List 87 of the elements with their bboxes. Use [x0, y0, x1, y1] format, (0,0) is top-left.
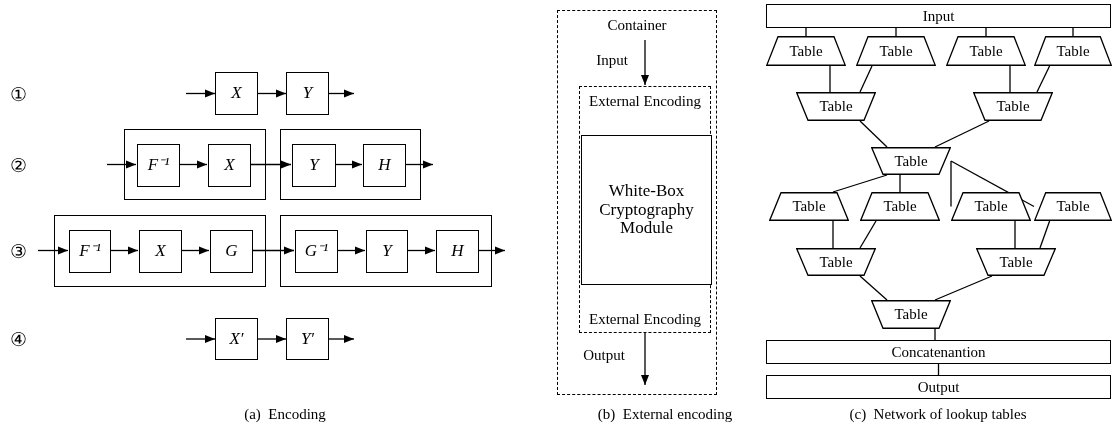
lookup-table: Table [856, 36, 936, 66]
process-box: X [215, 72, 258, 115]
process-box: X [208, 144, 251, 187]
connector-line [1036, 65, 1051, 93]
arrow [109, 246, 139, 255]
caption: (a) Encoding [244, 405, 326, 423]
arrow [477, 246, 506, 255]
callout-number: ③ [9, 239, 27, 263]
lookup-table: Table [796, 92, 876, 121]
box-label: External Encoding [587, 310, 702, 328]
callout-number: ① [9, 82, 27, 106]
process-box: H [363, 144, 406, 187]
connector-line [899, 174, 901, 193]
connector-line [1039, 220, 1051, 249]
group-box [280, 215, 492, 287]
lookup-table: Table [1034, 192, 1112, 221]
connector-line [895, 27, 897, 37]
encoding-box [579, 86, 711, 333]
connector-line [859, 275, 888, 301]
connector-line [859, 220, 877, 249]
process-box: G [210, 230, 253, 273]
connector-line [934, 328, 936, 341]
arrow [180, 246, 210, 255]
box-label: External Encoding [587, 93, 702, 111]
arrow [185, 89, 216, 98]
arrow [641, 39, 649, 86]
process-box: Y′ [286, 318, 329, 360]
process-box: X [139, 230, 182, 273]
lookup-table: Table [871, 147, 951, 175]
arrow [328, 335, 355, 343]
arrow [404, 160, 434, 169]
group-box [54, 215, 266, 287]
caption: (b) External encoding [597, 405, 733, 423]
connector-line [934, 120, 990, 148]
connector-line [934, 275, 993, 301]
bus-bar: Output [766, 375, 1111, 399]
connector-line [832, 220, 834, 249]
connector-line [832, 174, 888, 193]
lookup-table: Table [946, 36, 1026, 66]
connector-line [985, 27, 987, 37]
lookup-table: Table [951, 192, 1031, 221]
process-box: F⁻¹ [137, 144, 180, 187]
arrow [106, 160, 137, 169]
lookup-table: Table [973, 92, 1053, 121]
group-box [124, 129, 266, 200]
process-box: Y [366, 230, 408, 273]
arrow [37, 246, 69, 255]
arrow [249, 160, 292, 169]
group-box [280, 129, 421, 200]
callout-number: ② [9, 153, 27, 177]
connector-line [805, 27, 807, 37]
arrow [185, 335, 216, 343]
arrow [257, 89, 287, 98]
arrow [336, 246, 366, 255]
lookup-table: Table [769, 192, 849, 221]
caption: (c) Network of lookup tables [849, 405, 1027, 423]
bus-bar: Input [766, 4, 1111, 28]
arrow [257, 335, 287, 343]
lookup-table: Table [860, 192, 940, 221]
lookup-table: Table [766, 36, 846, 66]
process-box: H [436, 230, 479, 273]
lookup-table: Table [871, 300, 951, 329]
box-label: Container [606, 17, 668, 35]
process-box: Y [286, 72, 329, 115]
process-box: X′ [215, 318, 258, 360]
connector-line [1014, 220, 1016, 249]
lookup-table: Table [796, 248, 876, 276]
arrow [251, 246, 295, 255]
process-box: Y [292, 144, 336, 187]
callout-number: ④ [9, 327, 27, 351]
arrow [328, 89, 355, 98]
arrow [178, 160, 208, 169]
arrow [406, 246, 436, 255]
bus-bar: Concatenantion [766, 340, 1111, 364]
module-box: White-Box Cryptography Module [581, 135, 712, 285]
lookup-table: Table [976, 248, 1056, 276]
connector-line [829, 65, 831, 93]
arrow [641, 331, 649, 386]
process-box: G⁻¹ [295, 230, 338, 273]
lookup-table: Table [1034, 36, 1112, 66]
arrow [334, 160, 363, 169]
connector-line [1072, 27, 1074, 37]
connector-line [859, 120, 888, 148]
connector-line [859, 65, 873, 93]
connector-line [1009, 65, 1011, 93]
process-box: F⁻¹ [69, 230, 111, 273]
container-box [557, 10, 717, 395]
